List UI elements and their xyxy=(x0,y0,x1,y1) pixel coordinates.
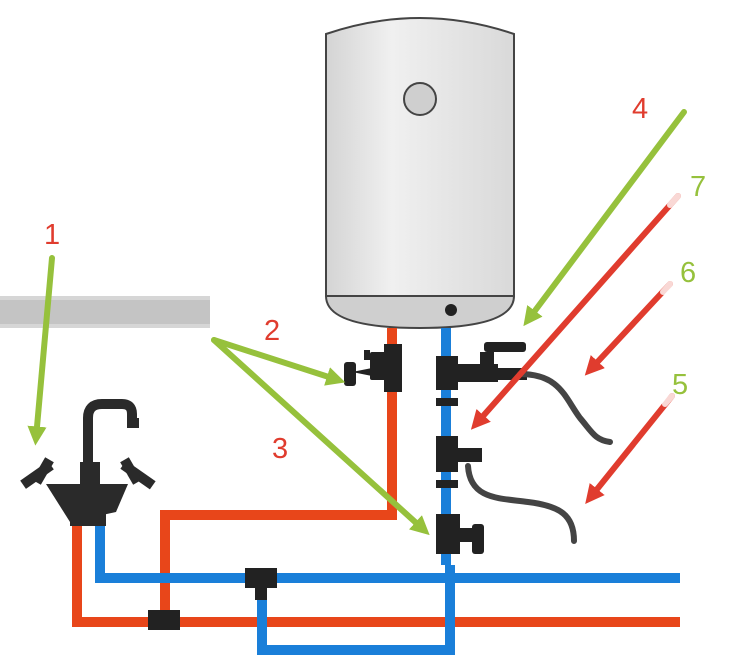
label-7: 7 xyxy=(690,171,706,203)
arrow-1 xyxy=(36,258,52,438)
label-5: 5 xyxy=(672,369,688,401)
water-heater-tank-icon xyxy=(326,18,514,328)
arrow-6 xyxy=(590,284,670,370)
label-6: 6 xyxy=(680,257,696,289)
mixer-faucet-icon xyxy=(20,404,155,526)
arrow-5 xyxy=(590,396,672,498)
label-1: 1 xyxy=(44,219,60,251)
label-4: 4 xyxy=(632,93,648,125)
hose-upper xyxy=(520,374,610,442)
tee-fitting-icon xyxy=(148,610,180,630)
blurred-caption xyxy=(0,296,210,328)
drain-indicator xyxy=(445,304,457,316)
label-2: 2 xyxy=(264,315,280,347)
tee-fitting-icon xyxy=(245,568,277,588)
flexible-hoses xyxy=(468,374,610,541)
thermostat-knob xyxy=(404,83,436,115)
cold-line-fittings xyxy=(245,568,277,600)
label-3: 3 xyxy=(272,433,288,465)
cold-inlet-assembly xyxy=(436,342,527,554)
